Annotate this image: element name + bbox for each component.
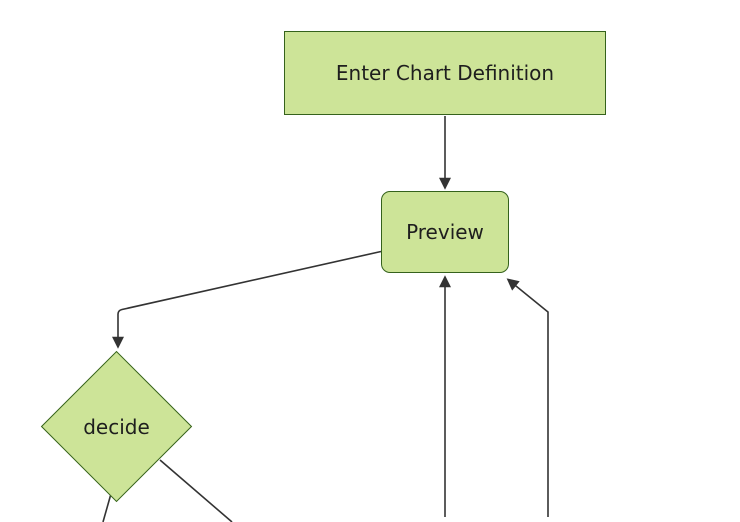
node-decide-label: decide — [83, 414, 150, 439]
edge-preview-to-decide — [112, 250, 382, 349]
edge-decide-to-offscreen-right — [159, 459, 233, 522]
node-preview-label: Preview — [406, 220, 484, 244]
edge-offscreen-right-to-preview — [506, 278, 549, 517]
node-enter-chart-definition-label: Enter Chart Definition — [335, 61, 555, 85]
node-preview: Preview — [381, 191, 509, 273]
node-decide: decide — [40, 350, 193, 503]
node-enter-chart-definition: Enter Chart Definition — [284, 31, 606, 115]
edge-decide-to-offscreen-left — [102, 495, 112, 522]
